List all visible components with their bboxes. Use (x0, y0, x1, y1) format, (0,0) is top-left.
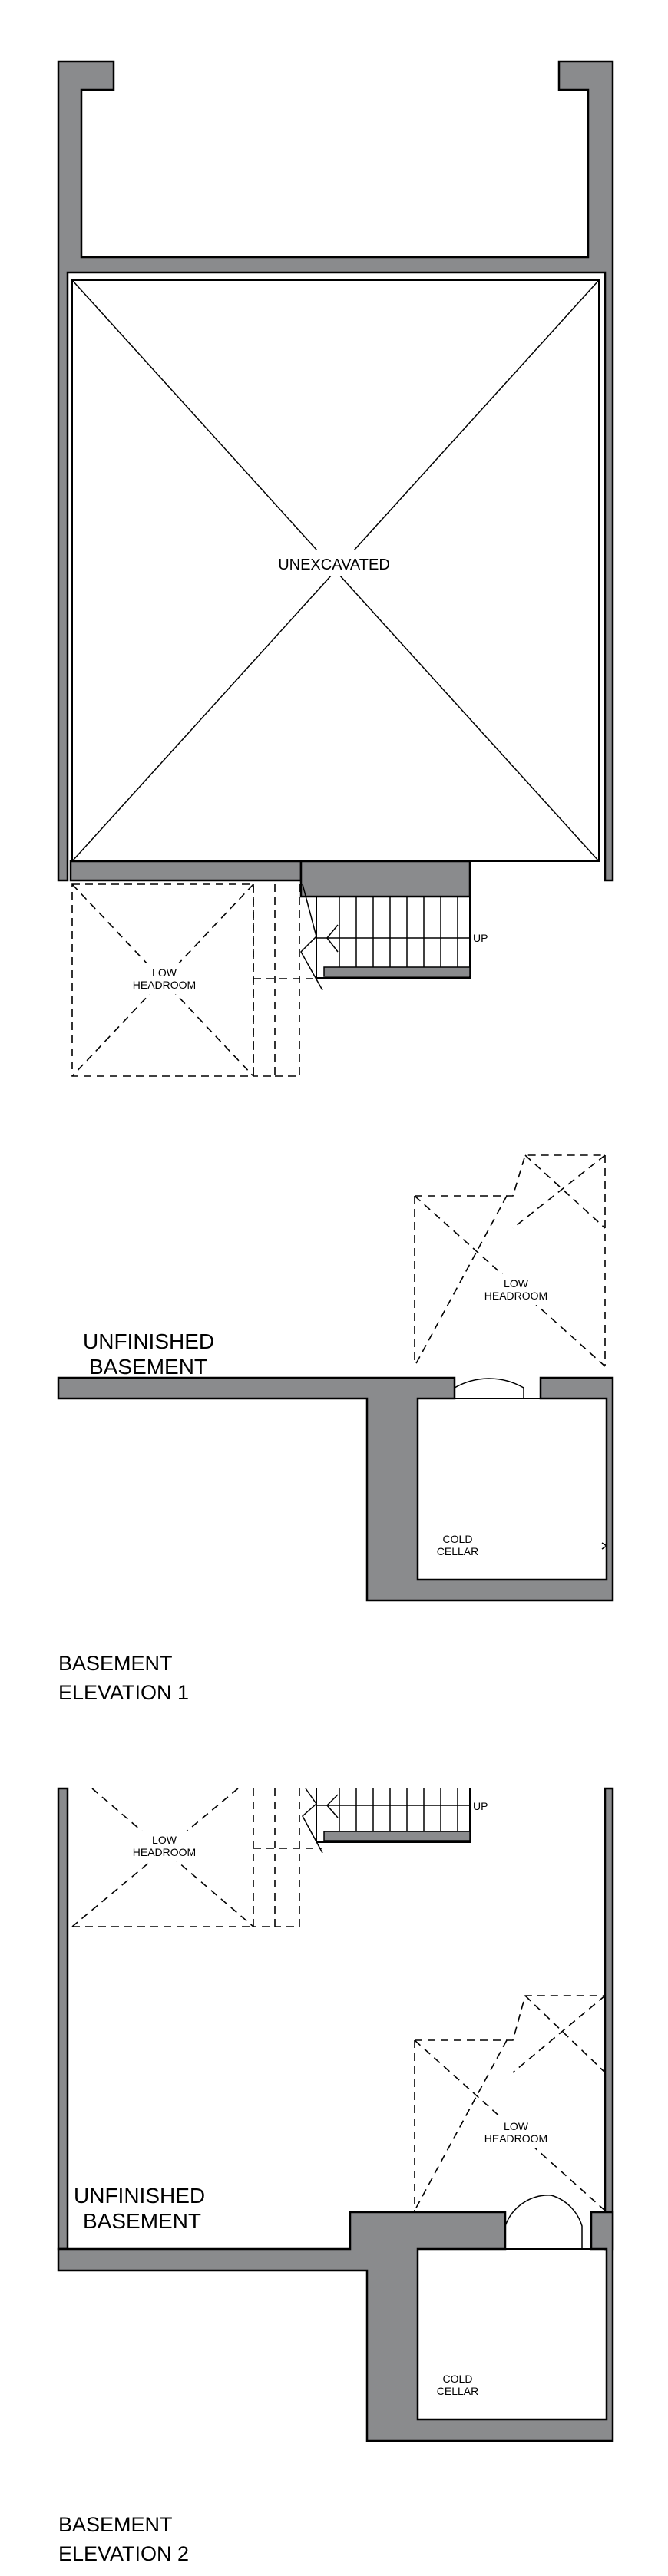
foundation-wall-upper (57, 60, 614, 882)
low-headroom-label-left-2: HEADROOM (133, 979, 196, 991)
caption-elevation-2: BASEMENT ELEVATION 2 (58, 2510, 189, 2568)
cold-cellar-label-1: COLD (443, 2373, 473, 2385)
cold-cellar (417, 1398, 607, 1580)
cold-cellar-door (454, 1378, 524, 1399)
low-headroom-label-left-1: LOW (152, 1834, 177, 1846)
stair-top-wall (299, 860, 471, 898)
unexcavated-label-bg (253, 550, 399, 576)
stair-up-label: UP (473, 932, 488, 944)
room-label-2: BASEMENT (89, 1355, 207, 1379)
stair: UP (300, 883, 488, 991)
low-headroom-zone-right: LOW HEADROOM (414, 1995, 606, 2211)
low-headroom-label-right-1: LOW (504, 1277, 529, 1290)
room-label-2: BASEMENT (83, 2209, 201, 2233)
cold-cellar-label-2: CELLAR (437, 2385, 478, 2397)
cold-cellar-walls (57, 1376, 614, 1602)
cold-cellar-label-1: COLD (443, 1533, 473, 1545)
caption-line-2: ELEVATION 2 (58, 2542, 190, 2565)
room-label-1: UNFINISHED (74, 2184, 205, 2208)
stair-up-label: UP (473, 1800, 488, 1812)
low-headroom-zone-left: LOW HEADROOM (71, 1788, 322, 1927)
plan-elevation-2: LOW HEADROOM UP LOW (57, 1787, 614, 2442)
unexcavated-bottom-wall (69, 860, 303, 882)
caption-line-2: ELEVATION 1 (58, 1681, 190, 1704)
low-headroom-zone-right: LOW HEADROOM (414, 1154, 606, 1367)
cold-cellar-walls (57, 2211, 614, 2442)
stair: UP (302, 1788, 488, 1854)
caption-line-1: BASEMENT (58, 1652, 173, 1675)
low-headroom-label-right-2: HEADROOM (484, 2132, 547, 2145)
low-headroom-label-left-1: LOW (152, 966, 177, 979)
low-headroom-label-right-2: HEADROOM (484, 1290, 547, 1302)
cold-cellar-vent (601, 1542, 608, 1550)
cold-cellar-label-2: CELLAR (437, 1545, 478, 1557)
caption-elevation-1: BASEMENT ELEVATION 1 (58, 1649, 189, 1707)
caption-line-1: BASEMENT (58, 2513, 173, 2536)
unexcavated-label: UNEXCAVATED (278, 556, 390, 573)
room-label-1: UNFINISHED (83, 1329, 214, 1353)
low-headroom-label-left-2: HEADROOM (133, 1846, 196, 1858)
low-headroom-label-right-1: LOW (504, 2120, 529, 2132)
cold-cellar (417, 2248, 607, 2420)
low-headroom-zone-left: LOW HEADROOM (71, 883, 322, 1077)
unexcavated-area (71, 279, 600, 862)
plan-elevation-1: UNEXCAVATED LOW HEADROOM (57, 60, 614, 1602)
cold-cellar-door (504, 2195, 583, 2249)
